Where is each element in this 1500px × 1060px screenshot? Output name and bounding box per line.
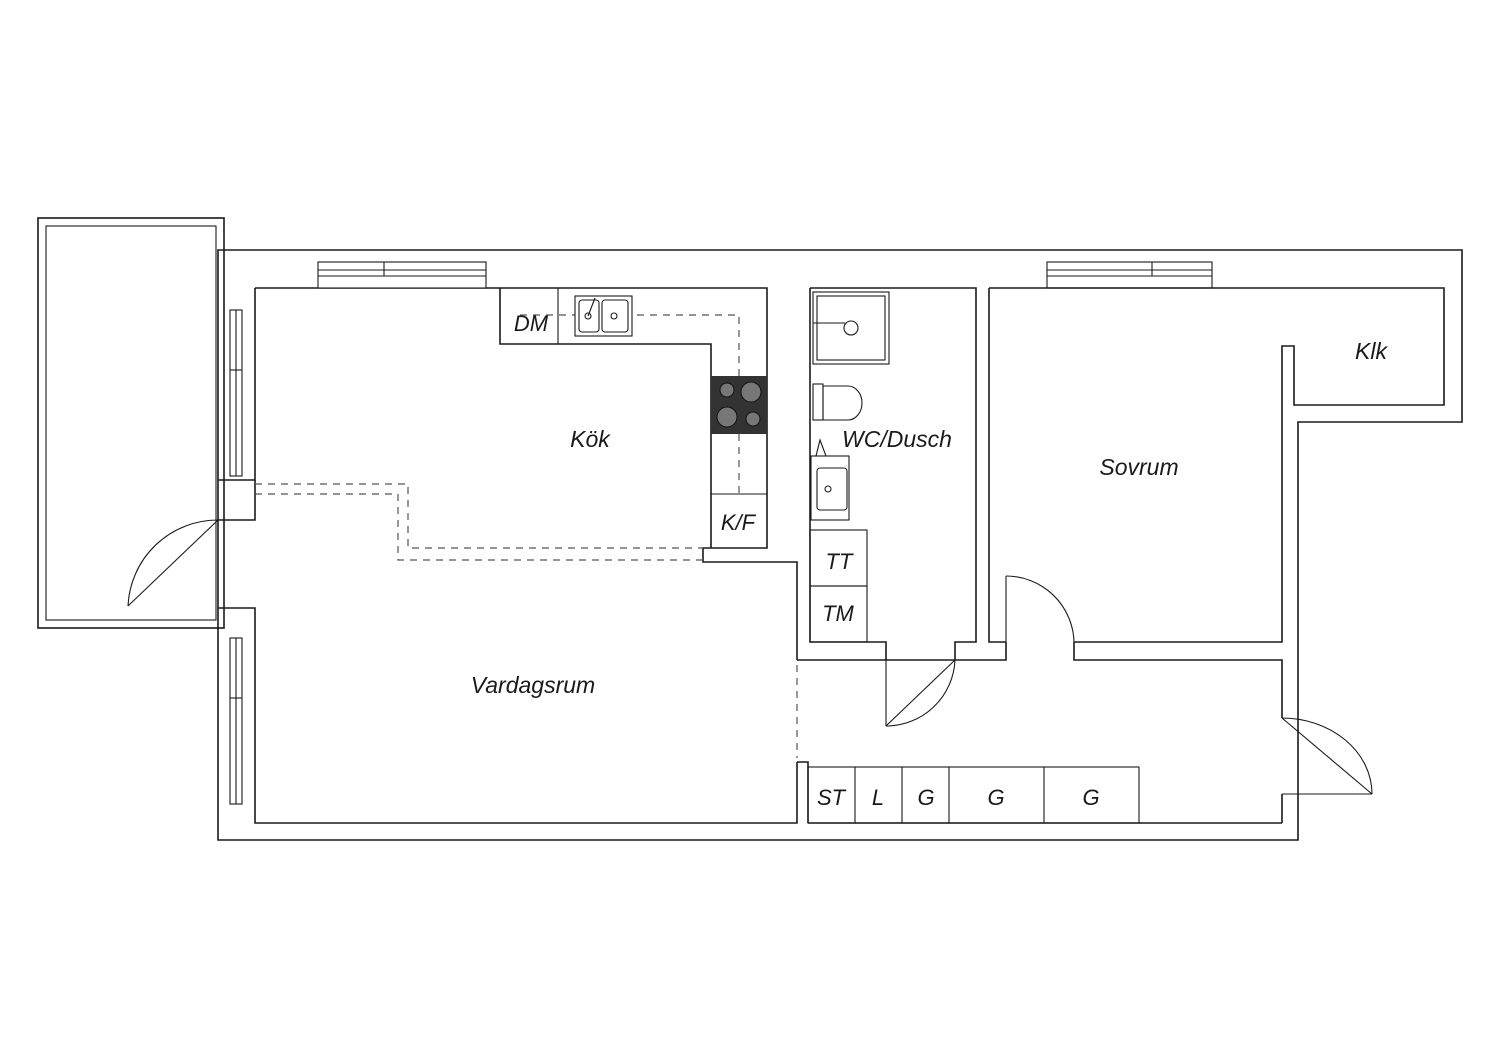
room-label-sovrum: Sovrum (1099, 454, 1178, 480)
room-label-vardagsrum: Vardagsrum (471, 672, 595, 698)
fixture-label-g2: G (987, 785, 1004, 810)
sink-icon (574, 295, 633, 337)
washbasin-icon (810, 438, 850, 521)
fixture-label-tt: TT (826, 549, 854, 574)
fixture-label-st: ST (817, 785, 847, 810)
fixture-label-g3: G (1082, 785, 1099, 810)
fixture-label-tm: TM (822, 601, 854, 626)
dining-area-outline (255, 483, 703, 549)
bathroom (809, 287, 977, 727)
fixture-label-kf: K/F (721, 510, 757, 535)
fixture-label-g1: G (917, 785, 934, 810)
outer-walls (217, 249, 1463, 841)
window-kitchen (317, 261, 487, 289)
room-label-kok: Kök (570, 426, 611, 452)
bedroom (797, 287, 1445, 718)
balcony (37, 217, 225, 629)
hall-wardrobes (797, 761, 1140, 824)
kitchen-counter (499, 288, 767, 548)
room-label-klk: Klk (1355, 338, 1388, 364)
room-label-wc-dusch: WC/Dusch (842, 426, 952, 452)
balcony-door (127, 519, 219, 607)
toilet-icon (812, 383, 863, 421)
window-living-west-lower (229, 637, 243, 805)
fixture-label-dm: DM (514, 311, 549, 336)
fixture-label-l: L (872, 785, 884, 810)
window-bedroom (1046, 261, 1213, 289)
window-living-west-upper (229, 309, 243, 477)
stove-icon (711, 376, 767, 434)
